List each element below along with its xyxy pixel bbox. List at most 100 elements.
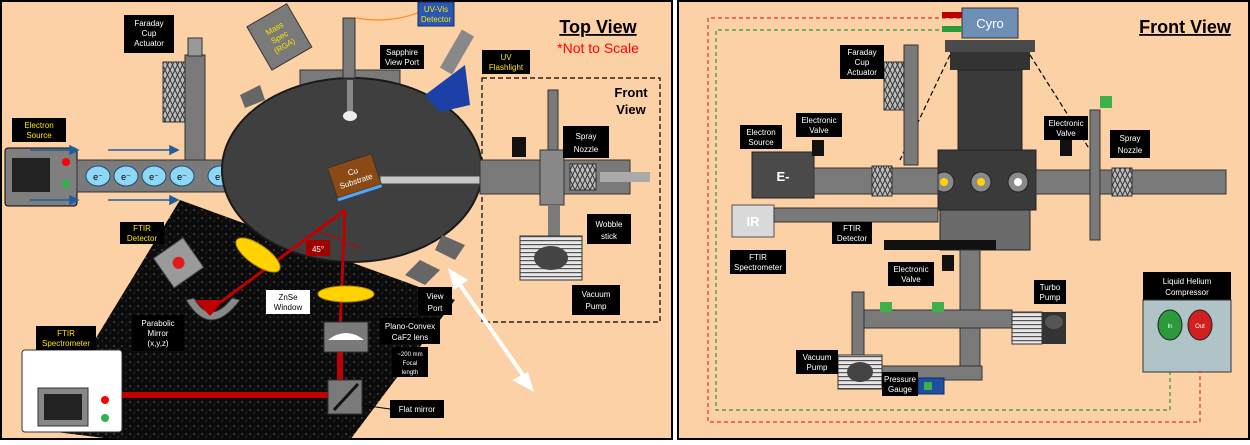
view-port-label-2: Port [428,304,443,313]
ftir-detector-label-1: FTIR [133,224,151,233]
front-spray-label-1: Spray [1120,134,1141,143]
valve-knob-green [880,302,892,312]
e-valve-left [812,140,824,156]
ftir-led-green [101,414,109,422]
cryo-port-red [942,12,962,18]
wobble-stick-end [600,172,650,182]
front-faraday-label-2: Cup [855,58,870,67]
lhe-label-2: Compressor [1165,288,1209,297]
focal-label-3: length [402,370,418,376]
front-ftir-spec-label-1: FTIR [749,253,767,262]
vacuum-pump-label-1: Vacuum [582,290,611,299]
focal-label-2: Focal [403,361,418,367]
faraday-bellows [163,62,185,122]
not-to-scale-note: *Not to Scale [557,40,639,56]
znse-label-1: ZnSe [278,293,298,302]
turbo-label-2: Pump [1040,293,1061,302]
front-faraday-label-3: Actuator [847,68,877,77]
front-ftir-det-label-2: Detector [837,234,868,243]
ftir-led-red [101,396,109,404]
e-valve-bottom-label-2: Valve [901,275,921,284]
lhe-label-1: Liquid Helium [1163,277,1212,286]
electron-source-screen [12,158,50,192]
gauge-label-2: Gauge [888,385,913,394]
inset-title-front: Front [614,85,648,100]
parabolic-label-3: (x,y,z) [147,339,169,348]
spray-nozzle-stem [548,90,558,150]
chamber-base-plate [884,240,996,250]
gauge-label-1: Pressure [884,375,917,384]
electron-source-led-red [62,158,70,166]
front-electron-source-label-2: Source [748,138,774,147]
turbo-pump-fins [1012,312,1042,344]
spray-cross [540,150,564,205]
inset-title-view: View [616,102,646,117]
faraday-actuator-rod [185,55,205,160]
front-left-pipe [852,292,864,362]
plano-label-2: CaF2 lens [392,333,428,342]
e-valve-left-label-1: Electronic [801,116,836,125]
caf2-lens [318,286,374,302]
spray-bellows [570,164,596,190]
faraday-label-2: Cup [142,29,157,38]
vacuum-pump-rotor [534,246,568,270]
ftir-spec-label-2: Spectrometer [42,339,90,348]
front-electron-bellows [872,166,892,196]
turbo-pump-rotor [1045,315,1063,329]
uv-flashlight-label-1: UV [500,53,512,62]
front-electron-source-label-1: Electron [746,128,775,137]
parabolic-label-2: Mirror [148,329,169,338]
front-vacuum-label-1: Vacuum [803,353,832,362]
ftir-spectrometer-display [44,394,82,420]
view-port-label-1: View [426,292,443,301]
lhe-out-label: Out [1195,324,1205,330]
e-valve-right-label-2: Valve [1056,129,1076,138]
electron-label: e⁻ [121,172,131,182]
ir-label: IR [747,214,761,229]
front-spray-column [1090,110,1100,240]
parabolic-label-1: Parabolic [141,319,174,328]
e-valve-right-label-1: Electronic [1048,119,1083,128]
cryo-label: Cyro [976,16,1003,31]
sapphire-label-1: Sapphire [386,48,419,57]
spray-valve [512,137,526,157]
electron-source-label-1: Electron [24,121,53,130]
cryo-port-green [942,26,962,32]
front-vacuum-rotor [847,362,873,382]
wobble-stick-rod [380,176,480,184]
flat-mirror-label: Flat mirror [399,405,436,414]
e-minus-label: E- [777,169,790,184]
lhe-in-label: In [1167,324,1172,330]
front-spray-label-2: Nozzle [1118,146,1143,155]
front-horizontal-pipe [852,310,1012,328]
front-ftir-det-label-1: FTIR [843,224,861,233]
e-valve-bottom-label-1: Electronic [893,265,928,274]
spray-nozzle-label-2: Nozzle [574,145,599,154]
e-valve-right [1060,140,1072,156]
sapphire-port-stem [343,18,355,78]
lhe-compressor [1143,300,1231,372]
front-view-panel: Front View Cyro Faraday Cup Actuator [678,1,1249,439]
vacuum-pump-stem [548,205,560,237]
front-faraday-label-1: Faraday [847,48,876,57]
turbo-label-1: Turbo [1040,283,1061,292]
znse-label-2: Window [274,303,303,312]
focal-label-1: ~200 mm [397,352,422,358]
faraday-label-1: Faraday [134,19,163,28]
faraday-knob [188,38,202,56]
vacuum-pump-label-2: Pump [586,302,607,311]
wobble-label-1: Wobble [596,220,624,229]
front-view-title: Front View [1139,17,1232,37]
front-spray-bellows [1112,168,1132,196]
uvvis-label-2: Detector [421,15,452,24]
electron-source-label-2: Source [26,131,52,140]
e-valve-left-label-2: Valve [809,126,829,135]
electron-label: e⁻ [149,172,159,182]
sapphire-label-2: View Port [385,58,420,67]
chamber-viewports [934,172,1028,192]
faraday-label-3: Actuator [134,39,164,48]
uv-flashlight-label-2: Flashlight [489,63,524,72]
spray-nozzle-label-1: Spray [576,132,597,141]
front-ir-tube [774,208,938,222]
